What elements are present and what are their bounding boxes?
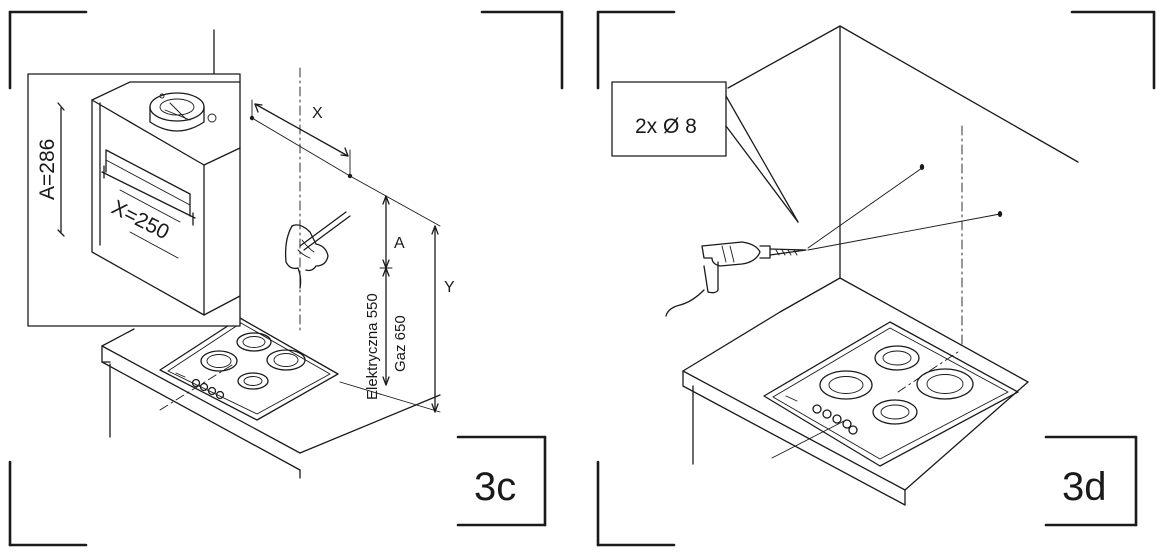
electric-height-label: Elektryczna 550 bbox=[364, 293, 381, 400]
x-dimension: X bbox=[249, 99, 353, 179]
drill-size-label: 2x Ø 8 bbox=[635, 115, 697, 138]
drill-paths bbox=[807, 164, 1003, 251]
height-dimensions: A Y Elektryczna 550 Gaz 650 bbox=[339, 175, 455, 413]
corner-brackets-3d bbox=[596, 10, 1156, 547]
room-corner bbox=[727, 25, 1079, 383]
corner-brackets-3c bbox=[8, 10, 564, 547]
hood-icon bbox=[91, 81, 241, 316]
x-label: X bbox=[312, 105, 323, 122]
drill-callout: 2x Ø 8 bbox=[611, 81, 799, 223]
step-label-3c: 3c bbox=[474, 465, 516, 509]
y-label: Y bbox=[444, 279, 455, 296]
hob-icon bbox=[159, 317, 339, 421]
countertop-3d bbox=[682, 311, 1029, 506]
drill-icon bbox=[665, 241, 807, 317]
hood-inset: A=286 X=250 bbox=[27, 29, 241, 327]
a-label: A bbox=[394, 235, 405, 252]
panel-3d: 2x Ø 8 3d bbox=[596, 10, 1156, 547]
gas-height-label: Gaz 650 bbox=[392, 315, 409, 372]
a-dim-label: A=286 bbox=[36, 139, 59, 200]
step-label-3d: 3d bbox=[1062, 465, 1107, 509]
hand-pencil-icon bbox=[284, 211, 351, 289]
countertop-3c bbox=[101, 328, 441, 479]
panel-3c: A=286 X=250 X bbox=[8, 10, 564, 547]
hob-icon bbox=[763, 321, 1019, 467]
